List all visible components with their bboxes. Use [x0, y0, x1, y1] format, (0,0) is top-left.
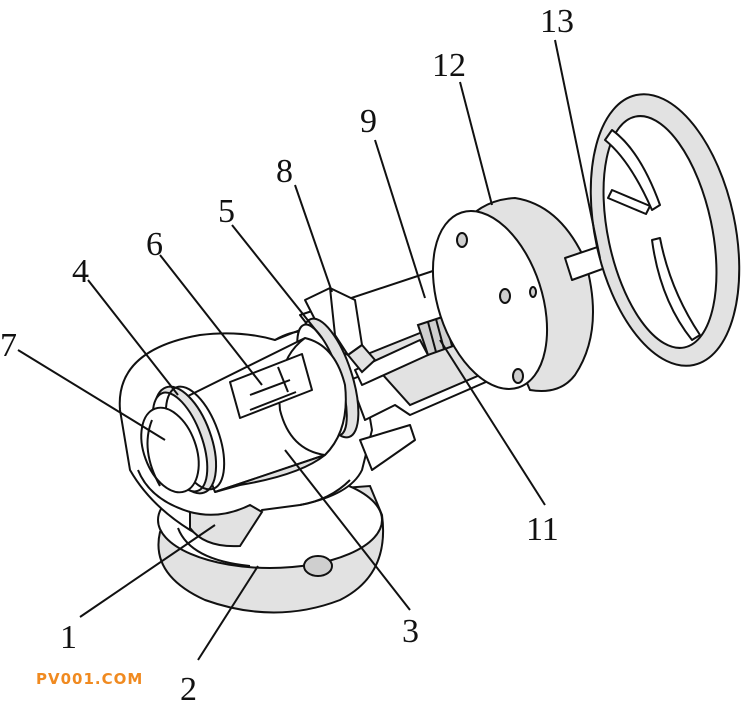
leader-3 [284, 449, 411, 611]
label-9: 9 [360, 103, 377, 140]
label-6: 6 [146, 226, 163, 263]
label-2: 2 [180, 671, 197, 706]
label-8: 8 [276, 153, 293, 190]
label-13: 13 [540, 3, 574, 40]
watermark: PV001.COM [36, 670, 144, 688]
label-5: 5 [218, 193, 235, 230]
leader-8 [294, 184, 333, 293]
leader-1 [79, 524, 216, 618]
label-7: 7 [0, 327, 17, 364]
handwheel [589, 93, 741, 367]
leader-9 [374, 139, 426, 299]
leader-2 [197, 565, 259, 661]
leader-11 [439, 339, 546, 506]
label-11: 11 [526, 511, 559, 548]
leader-5 [231, 224, 323, 339]
leader-4 [87, 279, 179, 396]
leader-13 [554, 39, 601, 259]
label-4: 4 [72, 253, 89, 290]
label-12: 12 [432, 47, 466, 84]
upper-flange [431, 196, 594, 392]
leader-lines [17, 39, 601, 661]
leader-7 [17, 349, 166, 441]
leader-12 [459, 81, 493, 206]
label-1: 1 [60, 619, 77, 656]
plug-head [140, 406, 200, 494]
cage-window [229, 353, 313, 419]
leader-6 [159, 254, 263, 386]
label-3: 3 [402, 613, 419, 650]
part-labels: 7 4 6 5 8 9 12 13 11 1 3 2 [0, 3, 574, 708]
